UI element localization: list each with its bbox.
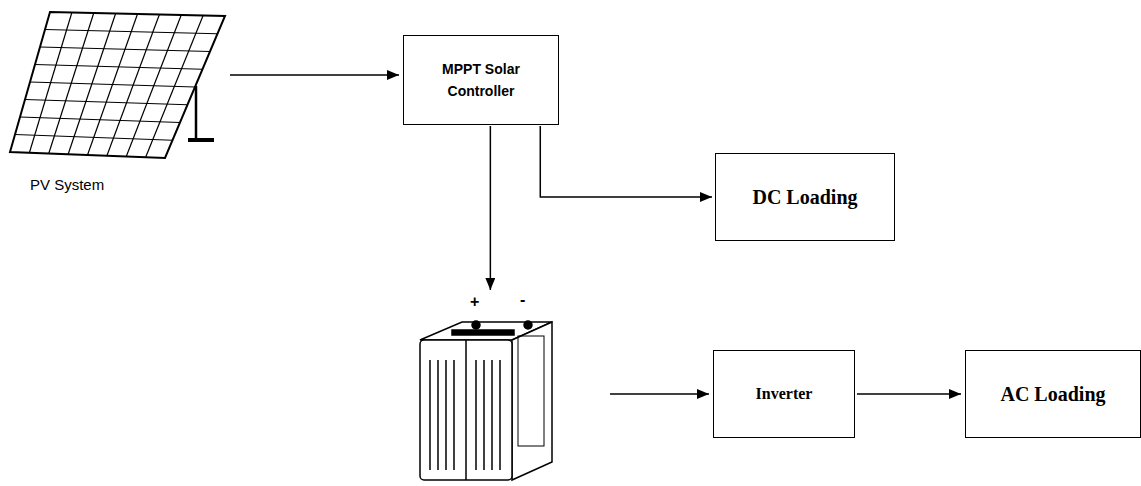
controller-box: MPPT Solar Controller: [403, 35, 559, 125]
box-label: AC Loading: [1000, 382, 1105, 406]
box-label: Inverter: [756, 384, 813, 403]
pv-array: PV System: [8, 5, 228, 200]
flow-arrow: [610, 393, 709, 395]
inverter-box: Inverter: [713, 350, 855, 438]
flow-arrow: [857, 393, 961, 395]
box-label: MPPT Solar Controller: [414, 58, 548, 103]
flow-arrow: [540, 126, 712, 197]
box-label: DC Loading: [752, 185, 857, 209]
load-box: DC Loading: [715, 153, 895, 241]
battery: [420, 321, 552, 480]
solar-panel: [10, 12, 225, 158]
flow-arrow: [490, 126, 492, 290]
terminal-sign: +: [470, 292, 479, 311]
load-box: AC Loading: [965, 350, 1141, 438]
flow-arrow: [230, 74, 399, 76]
terminal-sign: -: [520, 290, 525, 309]
node-label: PV System: [30, 176, 104, 194]
battery: +-: [412, 292, 608, 482]
